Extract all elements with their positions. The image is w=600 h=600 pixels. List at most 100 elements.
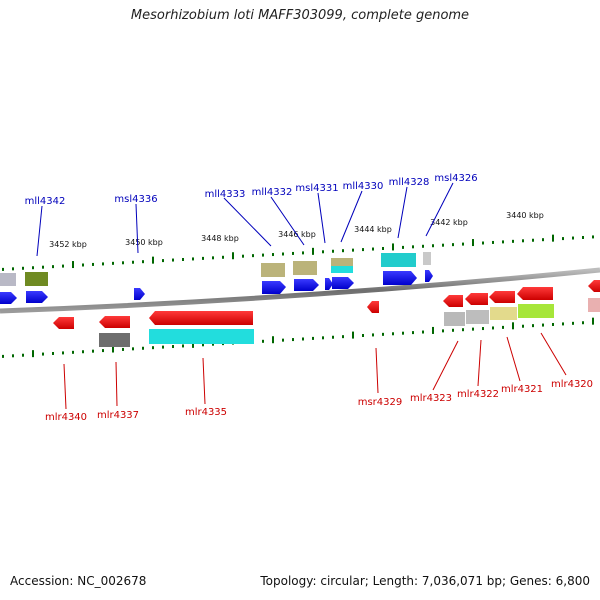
minor-tick: [132, 347, 134, 351]
minor-tick: [382, 246, 384, 250]
major-tick: [512, 322, 514, 330]
feature-khaki: [331, 258, 353, 266]
minor-tick: [222, 255, 224, 259]
minor-tick: [182, 257, 184, 261]
label-leader-line: [202, 357, 206, 405]
forward-cds-arrow: [325, 278, 333, 290]
gene-label-mll4328: mll4328: [389, 177, 430, 188]
minor-tick: [82, 350, 84, 354]
major-tick: [152, 256, 154, 264]
minor-tick: [372, 247, 374, 251]
minor-tick: [2, 354, 4, 358]
feature-pink: [588, 298, 600, 312]
reverse-features: [99, 298, 600, 347]
minor-tick: [472, 327, 474, 331]
minor-tick: [192, 257, 194, 261]
minor-tick: [292, 251, 294, 255]
minor-tick: [412, 331, 414, 335]
minor-tick: [282, 252, 284, 256]
minor-tick: [162, 345, 164, 349]
minor-tick: [332, 249, 334, 253]
gene-label-mll4330: mll4330: [343, 181, 384, 192]
diagram-title: Mesorhizobium loti MAFF303099, complete …: [130, 8, 470, 23]
label-leader-line: [270, 196, 305, 246]
minor-tick: [62, 351, 64, 355]
kbp-label: 3442 kbp: [430, 218, 468, 227]
minor-tick: [52, 265, 54, 269]
minor-tick: [452, 328, 454, 332]
minor-tick: [12, 267, 14, 271]
minor-tick: [22, 353, 24, 357]
reverse-cds-arrow: [367, 301, 379, 313]
forward-cds-arrow: [134, 288, 145, 300]
minor-tick: [492, 240, 494, 244]
minor-tick: [132, 260, 134, 264]
minor-tick: [212, 342, 214, 346]
feature-gray: [466, 310, 489, 324]
gene-label-mll4333: mll4333: [205, 189, 246, 200]
gene-label-mlr4337: mlr4337: [97, 410, 139, 421]
forward-cds-arrow: [383, 271, 417, 285]
minor-tick: [12, 354, 14, 358]
minor-tick: [22, 266, 24, 270]
reverse-cds-arrow: [517, 287, 553, 300]
gene-label-msl4336: msl4336: [114, 194, 157, 205]
forward-cds-arrow: [0, 292, 17, 304]
major-tick: [232, 252, 234, 260]
major-tick: [312, 247, 314, 255]
label-leader-line: [135, 203, 139, 254]
forward-features: [0, 252, 431, 286]
kbp-label: 3440 kbp: [506, 211, 544, 220]
reverse-cds-arrow: [53, 317, 74, 329]
minor-tick: [462, 242, 464, 246]
minor-tick: [92, 262, 94, 266]
minor-tick: [412, 245, 414, 249]
label-leader-line: [115, 361, 118, 407]
minor-tick: [302, 337, 304, 341]
minor-tick: [332, 335, 334, 339]
genome-backbone: [0, 267, 600, 314]
minor-tick: [322, 336, 324, 340]
reverse-cds-arrow: [588, 280, 600, 292]
minor-tick: [422, 330, 424, 334]
feature-khaki: [490, 307, 517, 320]
minor-tick: [172, 345, 174, 349]
minor-tick: [62, 264, 64, 268]
kbp-label: 3450 kbp: [125, 238, 163, 247]
minor-tick: [262, 339, 264, 343]
minor-tick: [442, 329, 444, 333]
minor-tick: [532, 324, 534, 328]
minor-tick: [322, 250, 324, 254]
major-tick: [552, 234, 554, 242]
minor-tick: [152, 346, 154, 350]
minor-tick: [542, 323, 544, 327]
minor-tick: [42, 265, 44, 269]
minor-tick: [422, 244, 424, 248]
major-tick: [392, 243, 394, 251]
major-tick: [352, 331, 354, 339]
minor-tick: [312, 336, 314, 340]
kbp-label: 3452 kbp: [49, 240, 87, 249]
scale-ticks: [2, 234, 594, 358]
forward-cds-arrow: [262, 281, 286, 294]
feature-cyan: [149, 329, 254, 344]
minor-tick: [202, 256, 204, 260]
minor-tick: [182, 344, 184, 348]
genome-summary: Topology: circular; Length: 7,036,071 bp…: [260, 574, 590, 588]
label-leader-line: [540, 332, 567, 376]
gene-label-mlr4335: mlr4335: [185, 407, 227, 418]
minor-tick: [142, 346, 144, 350]
minor-tick: [142, 260, 144, 264]
minor-tick: [452, 243, 454, 247]
minor-tick: [302, 251, 304, 255]
minor-tick: [52, 351, 54, 355]
label-leader-line: [375, 347, 379, 394]
minor-tick: [562, 322, 564, 326]
minor-tick: [552, 322, 554, 326]
minor-tick: [242, 254, 244, 258]
gene-label-mlr4323: mlr4323: [410, 393, 452, 404]
minor-tick: [522, 324, 524, 328]
minor-tick: [512, 239, 514, 243]
forward-gene-labels: mll4342 msl4336 mll4333 mll4332 msl4331 …: [25, 173, 478, 257]
minor-tick: [492, 326, 494, 330]
